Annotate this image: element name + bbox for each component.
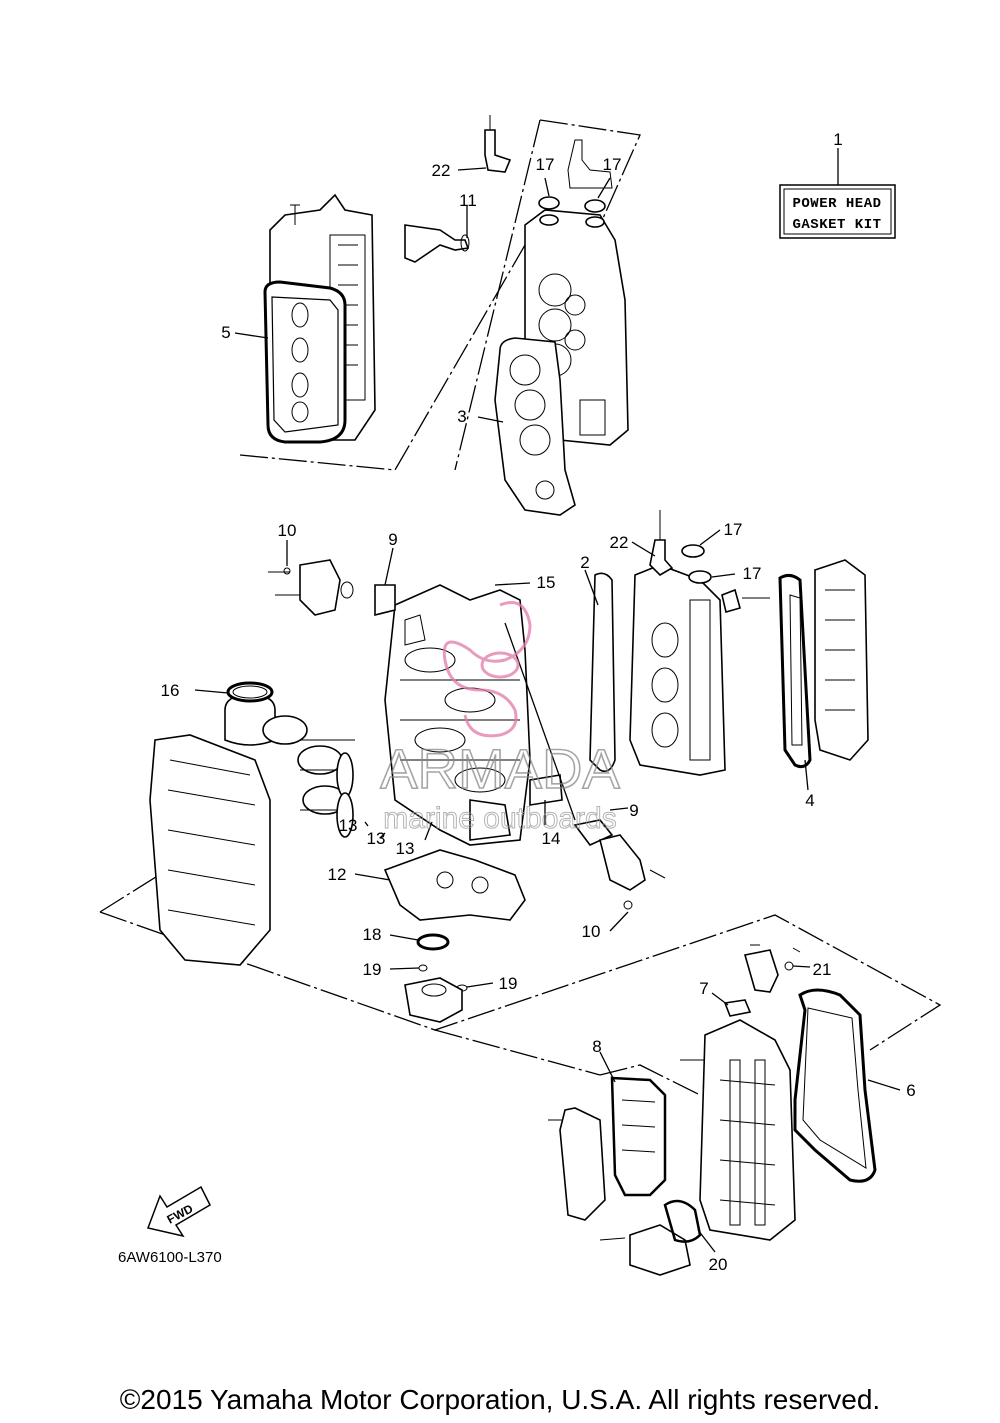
copyright-notice: ©2015 Yamaha Motor Corporation, U.S.A. A… [119,1384,881,1415]
fwd-arrow: FWD [146,1185,211,1238]
callout-2: 2 [580,553,589,572]
callout-13-b: 13 [367,829,386,848]
callout-5: 5 [221,323,230,342]
drawing-code: 6AW6100-L370 [118,1249,222,1266]
callout-numbers: 1 2 3 4 5 6 7 8 9 9 10 10 11 12 13 13 13… [161,130,916,1274]
callout-13-a: 13 [339,816,358,835]
callout-13-c: 13 [396,839,415,858]
callout-17-b: 17 [603,155,622,174]
power-head-gasket-kit-label: POWER HEAD GASKET KIT [779,148,896,239]
callout-7: 7 [699,979,708,998]
lower-gaskets-center [383,774,666,921]
callout-9-lower: 9 [629,801,638,820]
thermostat-housing-left [268,559,396,617]
callout-22-a: 22 [432,161,451,180]
callout-17-d: 17 [743,564,762,583]
callout-17-c: 17 [724,520,743,539]
callout-18: 18 [363,925,382,944]
callout-10-upper: 10 [278,521,297,540]
callout-6: 6 [906,1081,915,1100]
callout-9-upper: 9 [388,530,397,549]
cylinder-head-right [589,510,869,776]
armada-watermark: ARMADA marine outboards [379,601,621,836]
exhaust-cover-assembly-lower-right [548,944,877,1276]
callout-21: 21 [813,960,832,979]
callout-12: 12 [328,865,347,884]
kit-label-line1: POWER HEAD [792,196,881,212]
callout-10-lower: 10 [582,922,601,941]
callout-3: 3 [457,407,466,426]
watermark-brand: ARMADA [380,737,620,800]
callout-1: 1 [833,130,842,149]
kit-label-line2: GASKET KIT [792,217,881,233]
callout-leader-lines [194,167,901,1253]
watermark-sub: marine outboards [383,802,616,835]
crankcase-and-pistons-left [149,681,355,966]
callout-4: 4 [805,791,814,810]
callout-22-b: 22 [610,533,629,552]
cylinder-head-upper [404,115,629,516]
callout-16: 16 [161,681,180,700]
callout-15: 15 [537,573,556,592]
callout-14: 14 [542,829,561,848]
rocker-cover-assembly-top-left [263,193,376,444]
callout-11: 11 [459,191,477,210]
exploded-parts-diagram: POWER HEAD GASKET KIT [99,115,942,1276]
cylinder-block-center [384,584,531,846]
lower-seal-housing [404,933,468,1023]
callout-19-a: 19 [363,960,382,979]
callout-20: 20 [709,1255,728,1274]
callout-8: 8 [592,1037,601,1056]
callout-17-a: 17 [536,155,555,174]
callout-19-b: 19 [499,974,518,993]
